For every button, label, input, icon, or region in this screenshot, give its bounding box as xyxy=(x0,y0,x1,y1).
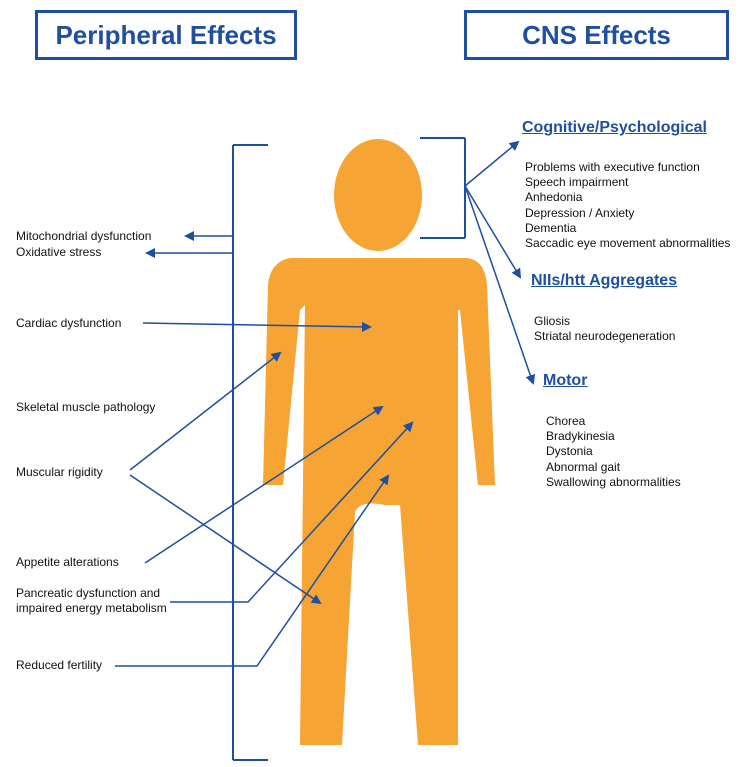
arrow-rigidity-arm xyxy=(129,351,282,471)
list-item: Speech impairment xyxy=(525,175,629,190)
list-item: Saccadic eye movement abnormalities xyxy=(525,236,731,251)
section-title-cognitive: Cognitive/Psychological xyxy=(522,119,707,136)
list-item: Gliosis xyxy=(534,314,571,328)
arrow-pancreatic xyxy=(170,421,414,603)
arrow-fertility xyxy=(115,474,390,667)
label-oxidative: Oxidative stress xyxy=(16,245,102,259)
section-title-motor: Motor xyxy=(543,372,588,389)
peripheral-effects-header: Peripheral Effects xyxy=(35,10,297,60)
list-aggregates: Gliosis Striatal neurodegeneration xyxy=(534,314,675,344)
cns-effects-header: CNS Effects xyxy=(464,10,729,60)
label-cardiac: Cardiac dysfunction xyxy=(16,316,122,330)
peripheral-bracket xyxy=(232,144,268,761)
list-cognitive: Problems with executive function Speech … xyxy=(525,160,730,251)
figure-head xyxy=(334,139,422,251)
label-pancreatic-2: impaired energy metabolism xyxy=(16,601,167,615)
label-fertility: Reduced fertility xyxy=(16,658,103,672)
arrow-to-cognitive xyxy=(464,140,520,187)
section-title-aggregates: NIIs/htt Aggregates xyxy=(531,272,678,289)
label-mitochondrial: Mitochondrial dysfunction xyxy=(16,229,152,243)
list-motor: Chorea Bradykinesia Dystonia Abnormal ga… xyxy=(546,414,681,490)
list-item: Problems with executive function xyxy=(525,160,700,174)
arrow-to-motor xyxy=(464,185,536,385)
list-item: Depression / Anxiety xyxy=(525,205,635,220)
arrow-to-aggregates xyxy=(464,185,522,279)
arrow-cardiac xyxy=(142,321,372,332)
arrow-appetite xyxy=(144,405,384,564)
arrow-rigidity-leg xyxy=(129,474,322,605)
list-item: Abnormal gait xyxy=(546,459,621,474)
list-item: Dementia xyxy=(525,220,577,235)
label-rigidity: Muscular rigidity xyxy=(16,465,103,479)
figure-body xyxy=(263,258,495,745)
human-figure xyxy=(263,139,495,745)
label-appetite: Appetite alterations xyxy=(16,555,119,569)
head-bracket xyxy=(420,137,466,239)
list-item: Striatal neurodegeneration xyxy=(534,329,676,344)
list-item: Swallowing abnormalities xyxy=(546,474,681,489)
list-item: Dystonia xyxy=(546,444,593,459)
label-skeletal: Skeletal muscle pathology xyxy=(16,400,156,414)
list-item: Bradykinesia xyxy=(546,429,615,444)
list-item: Chorea xyxy=(546,414,586,428)
list-item: Anhedonia xyxy=(525,190,583,205)
label-pancreatic-1: Pancreatic dysfunction and xyxy=(16,586,161,600)
